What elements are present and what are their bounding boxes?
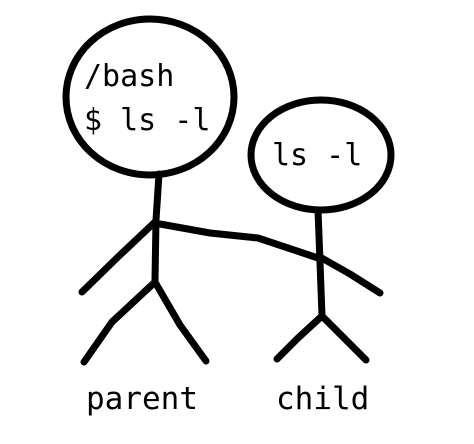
child-label: child	[276, 381, 369, 417]
parent-right-arm	[156, 220, 322, 262]
parent-head-text-line2: $ ls -l	[84, 103, 210, 138]
parent-right-leg	[151, 278, 210, 365]
child-body	[314, 206, 326, 320]
parent-left-leg	[80, 278, 159, 366]
child-right-leg	[318, 312, 370, 364]
parent-left-arm	[78, 217, 160, 296]
child-head-text: ls -l	[272, 138, 362, 173]
parent-head-text-line1: /bash	[84, 59, 174, 94]
parent-label: parent	[86, 381, 198, 417]
child-right-arm	[316, 253, 384, 297]
child-figure: ls -l child	[247, 96, 395, 417]
child-left-leg	[273, 312, 326, 363]
parent-figure: /bash $ ls -l parent	[62, 15, 322, 417]
parent-head	[62, 15, 238, 179]
